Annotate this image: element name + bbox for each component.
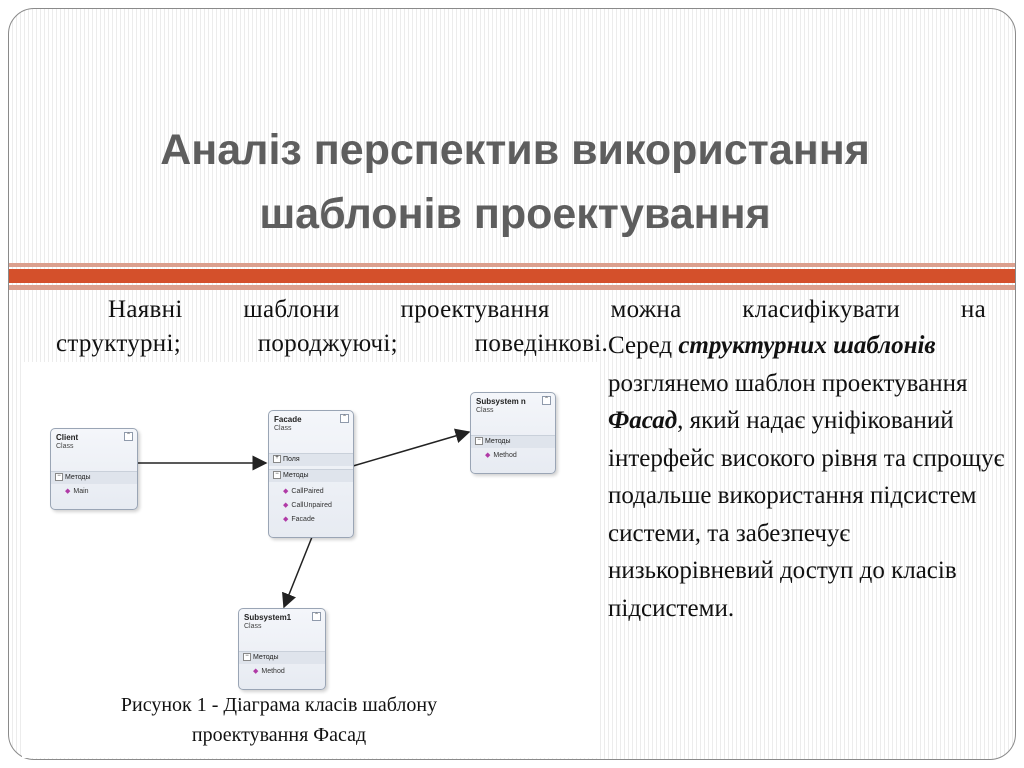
class-client: Client Class ⌃ −Методы ◆Main	[50, 428, 138, 510]
description-part-2: розглянемо шаблон проектування	[608, 369, 968, 397]
expand-icon[interactable]: −	[55, 473, 63, 482]
emphasis-facade: Фасад	[608, 407, 678, 434]
class-name: Facade	[274, 415, 302, 424]
class-facade: Facade Class ⌃ +Поля −Методы ◆CallPaired…	[268, 410, 354, 538]
decor-band-top	[9, 263, 1015, 267]
expand-icon[interactable]: −	[475, 437, 483, 446]
methods-section: −Методы	[239, 651, 325, 664]
caption-line-2: проектування Фасад	[191, 724, 367, 746]
collapse-section-icon[interactable]: −	[273, 471, 281, 480]
method-icon: ◆	[253, 668, 259, 675]
method-icon: ◆	[283, 516, 289, 523]
section-label: Методы	[485, 438, 511, 445]
arrow-facade-to-subsystem-n	[352, 428, 471, 467]
method-icon: ◆	[65, 488, 71, 495]
emphasis-structural-patterns: структурних шаблонів	[678, 332, 936, 359]
class-type: Class	[56, 443, 74, 450]
class-type: Class	[274, 425, 292, 432]
method-icon: ◆	[485, 452, 491, 459]
caption-line-1: Рисунок 1 - Діаграма класів шаблону	[120, 694, 438, 716]
decor-band-main	[9, 269, 1015, 283]
section-label: Поля	[283, 456, 300, 463]
method-label: Method	[493, 452, 517, 459]
intro-line-1: Наявні шаблони проектування можна класиф…	[108, 296, 986, 323]
class-subsystem-1: Subsystem1 Class ⌃ −Методы ◆Method	[238, 608, 326, 690]
intro-line-2: структурні; породжуючі; поведінкові.	[56, 330, 608, 357]
method-item: ◆CallPaired	[283, 487, 324, 495]
class-type: Class	[244, 623, 262, 630]
class-name: Client	[56, 433, 79, 442]
collapse-icon[interactable]: ⌃	[340, 414, 349, 423]
title-line-1: Аналіз перспектив використання	[160, 126, 870, 174]
title-line-2: шаблонів проектування	[259, 190, 771, 238]
section-label: Методы	[283, 472, 309, 479]
section-label: Методы	[65, 474, 91, 481]
collapse-icon[interactable]: ⌃	[542, 396, 551, 405]
class-name: Subsystem n	[476, 397, 526, 406]
class-name: Subsystem1	[244, 613, 292, 622]
fields-section: +Поля	[269, 453, 353, 466]
method-label: Main	[73, 488, 89, 495]
diagram-connectors	[138, 428, 471, 609]
method-icon: ◆	[283, 488, 289, 495]
description-text: Серед структурних шаблонів розглянемо ша…	[608, 327, 1008, 627]
method-icon: ◆	[283, 502, 289, 509]
section-label: Методы	[253, 654, 279, 661]
method-item: ◆Facade	[283, 515, 315, 523]
method-label: CallPaired	[291, 488, 324, 495]
class-diagram: Client Class ⌃ −Методы ◆Main Facade Clas…	[22, 362, 600, 758]
method-label: Facade	[291, 516, 315, 523]
expand-icon[interactable]: −	[243, 653, 251, 662]
expand-icon[interactable]: +	[273, 455, 281, 464]
methods-section: −Методы	[269, 469, 353, 482]
class-type: Class	[476, 407, 494, 414]
class-subsystem-n: Subsystem n Class ⌃ −Методы ◆Method	[470, 392, 556, 474]
method-item: ◆CallUnpaired	[283, 501, 332, 509]
slide-title: Аналіз перспектив використання шаблонів …	[20, 118, 1010, 246]
collapse-icon[interactable]: ⌃	[312, 612, 321, 621]
method-label: CallUnpaired	[291, 502, 332, 509]
method-item: ◆Main	[65, 487, 89, 495]
collapse-icon[interactable]: ⌃	[124, 432, 133, 441]
methods-section: −Методы	[51, 471, 137, 484]
figure-caption: Рисунок 1 - Діаграма класів шаблону прое…	[34, 690, 524, 750]
method-item: ◆Method	[485, 451, 517, 459]
methods-section: −Методы	[471, 435, 555, 448]
description-part-1: Серед	[608, 332, 679, 359]
description-part-3: , який надає уніфікований інтерфейс висо…	[608, 407, 1005, 622]
method-item: ◆Method	[253, 667, 285, 675]
arrow-facade-to-subsystem-1	[282, 536, 313, 609]
decor-band-bottom	[9, 285, 1015, 290]
method-label: Method	[261, 668, 285, 675]
